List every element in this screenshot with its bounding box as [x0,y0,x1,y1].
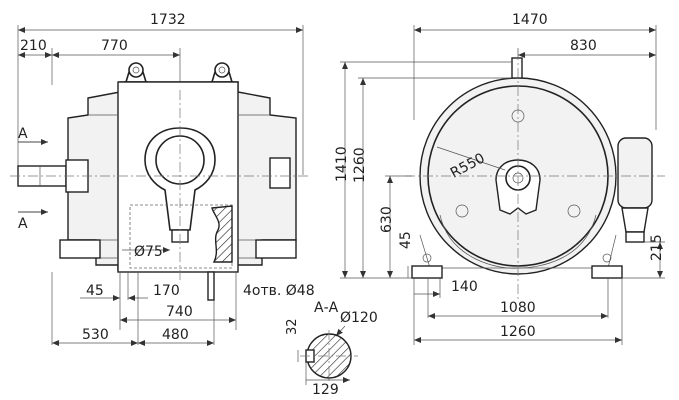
lifting-eye-left-hole [132,66,140,74]
radius-leader [436,146,506,171]
foot-right [255,239,297,259]
side-foot-left [411,265,443,279]
terminal-box-nozzle [625,231,645,243]
dim-base-height: 45 [398,231,414,249]
dim-overall-height: 1410 [334,146,350,182]
side-foot-right [591,265,623,279]
dim-foot-offset: 45 [86,283,104,299]
section-marker-bottom: А [18,216,28,232]
terminal-box-gland [621,207,649,233]
section-view: А-А Ø120 32 129 [285,300,378,398]
side-foot-right-bolt [602,253,612,263]
lifting-eye-right-hole [218,66,226,74]
dim-shaft-diameter: Ø75 [134,244,163,260]
dim-axis-to-hole: 480 [162,327,189,343]
lifting-eye-left [128,62,144,78]
base-skirt [419,234,617,269]
left-hole [455,204,469,218]
side-view: 1470 830 R550 [334,12,665,345]
lifting-eye-right [214,62,230,78]
hole-marker [207,271,215,301]
dim-half-width: 830 [570,38,597,54]
dim-terminal-box-height: 215 [649,234,665,261]
right-flange [269,157,291,189]
dim-shaft-to-axis: 770 [101,38,128,54]
dim-side-base-width: 1260 [500,324,536,340]
dim-left-offset: 210 [20,38,47,54]
right-hole [567,204,581,218]
terminal-box [617,137,653,209]
bearing-housing [144,127,216,231]
dim-overall-length: 1732 [150,12,186,28]
front-view: 1732 210 770 [10,12,315,346]
dim-overall-width: 1470 [512,12,548,28]
top-eye [511,57,523,81]
dim-side-foot-offset: 140 [451,279,478,295]
dim-side-foot-distance: 1080 [500,300,536,316]
section-marker-top: А [18,126,28,142]
dim-axis-height: 630 [379,206,395,233]
section-diameter: Ø120 [340,310,378,326]
body-edges [88,114,270,241]
dim-foot-distance: 740 [166,304,193,320]
section-title: А-А [314,300,339,316]
section-key-depth: 32 [285,318,300,335]
bearing-cap [495,159,541,215]
foot-left [59,239,101,259]
section-diameter-leader [335,325,346,337]
dim-foot-span: 170 [153,283,180,299]
dim-holes: 4отв. Ø48 [243,283,315,299]
cutaway-section [211,205,233,263]
section-key-size: 129 [312,382,339,398]
dim-axis-height-top: 1260 [352,147,368,183]
side-foot-left-bolt [422,253,432,263]
hidden-base-outline [129,204,233,269]
dim-to-axis-bottom: 530 [82,327,109,343]
